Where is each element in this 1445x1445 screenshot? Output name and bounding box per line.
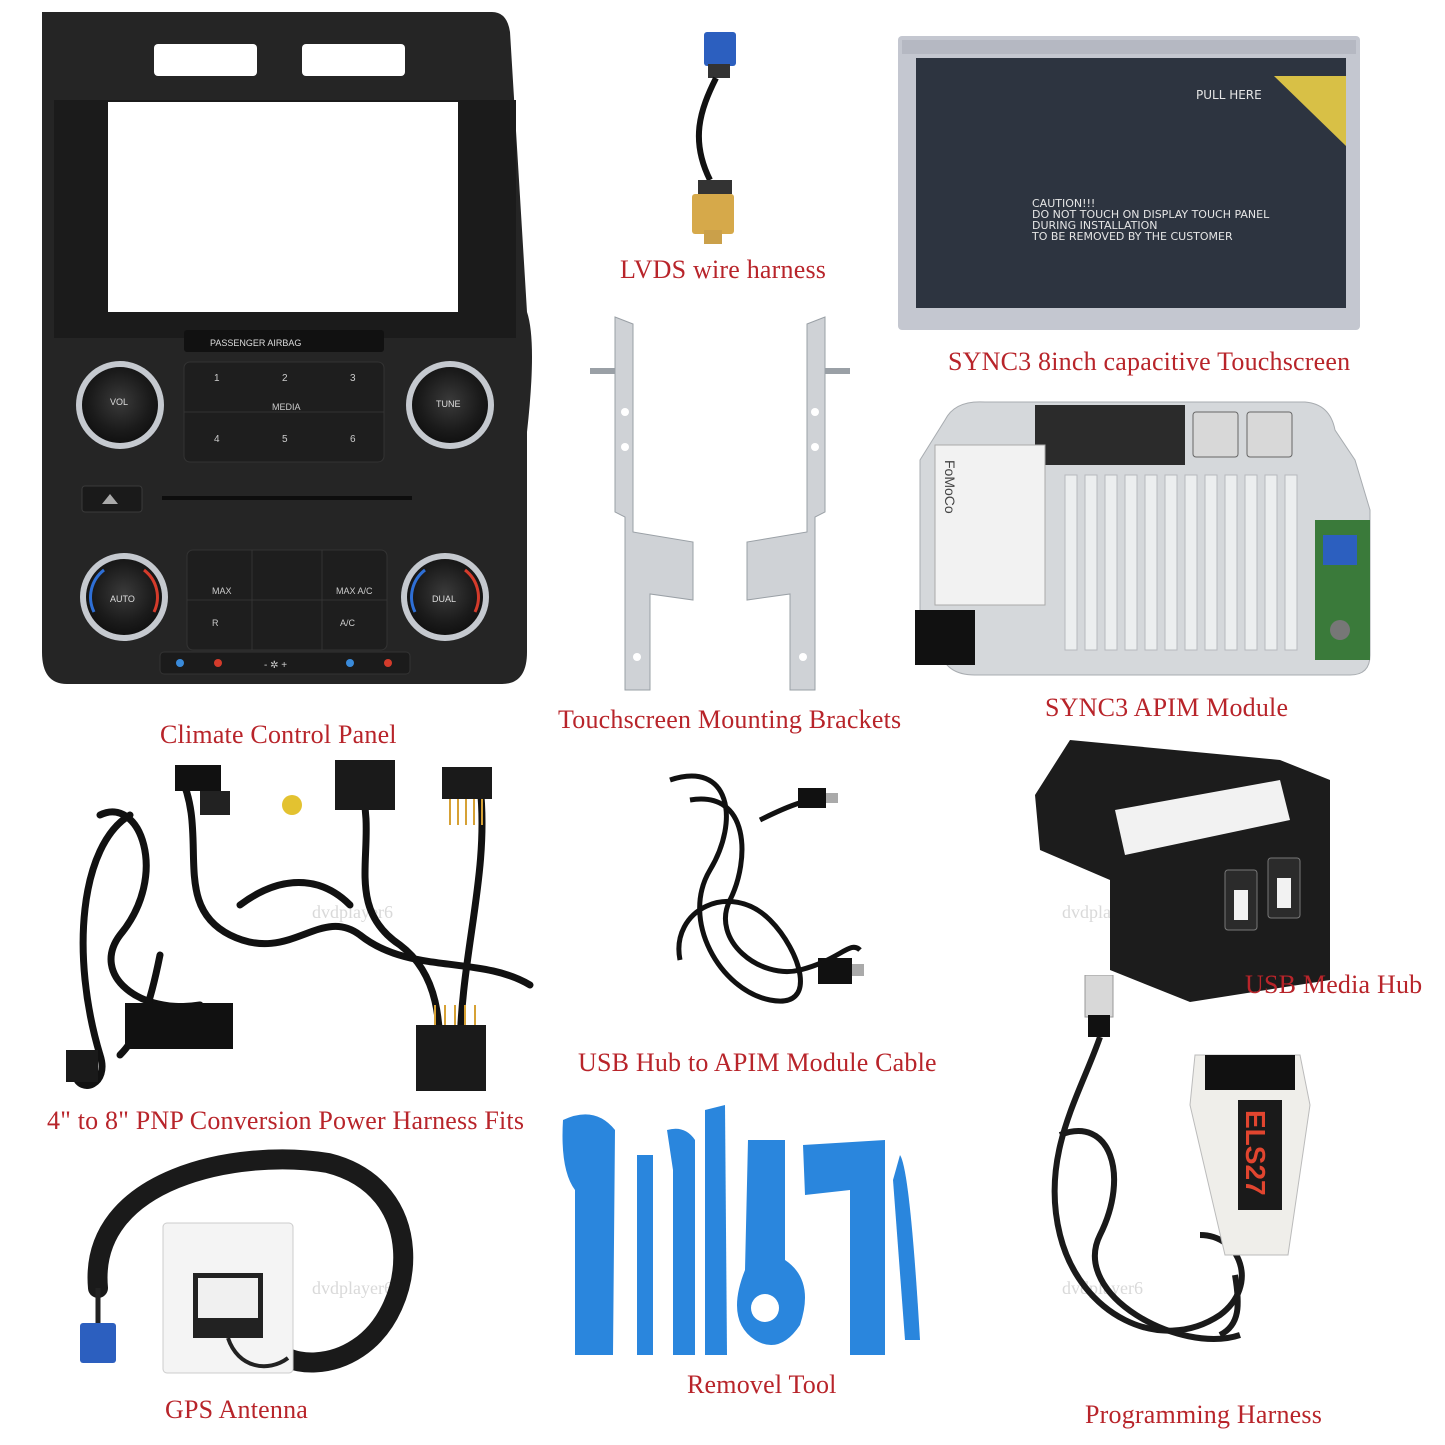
sync3-apim-module: FoMoCo: [915, 400, 1375, 680]
programming-harness: ELS27: [1040, 975, 1340, 1385]
fan-text: - ✲ +: [264, 660, 287, 671]
sync3-touchscreen-label: SYNC3 8inch capacitive Touchscreen: [948, 347, 1351, 376]
gps-antenna: [58, 1148, 418, 1393]
preset-3: 3: [350, 373, 356, 384]
preset-6: 6: [350, 434, 356, 445]
pull-here-text: PULL HERE: [1196, 88, 1262, 102]
caution-line-4: TO BE REMOVED BY THE CUSTOMER: [1031, 230, 1233, 243]
usb-apim-cable: [650, 760, 890, 1025]
vol-text: VOL: [110, 397, 128, 407]
airbag-text: PASSENGER AIRBAG: [210, 338, 301, 348]
max-text: MAX: [212, 586, 232, 596]
auto-text: AUTO: [110, 594, 135, 604]
els27-text: ELS27: [1240, 1110, 1271, 1196]
mounting-brackets: [585, 312, 855, 697]
mounting-brackets-label: Touchscreen Mounting Brackets: [558, 705, 902, 734]
climate-control-panel-label: Climate Control Panel: [160, 720, 397, 749]
dual-text: DUAL: [432, 594, 456, 604]
caution-line-2: DO NOT TOUCH ON DISPLAY TOUCH PANEL: [1032, 208, 1270, 221]
sync3-apim-module-label: SYNC3 APIM Module: [1045, 693, 1289, 722]
preset-2: 2: [282, 373, 288, 384]
watermark: dvdplayer6: [312, 1278, 393, 1298]
media-text: MEDIA: [272, 402, 301, 412]
preset-4: 4: [214, 434, 220, 445]
removel-tool-label: Removel Tool: [687, 1370, 837, 1399]
sync3-touchscreen: PULL HERE CAUTION!!! DO NOT TOUCH ON DIS…: [898, 36, 1360, 330]
usb-media-hub: [1030, 740, 1335, 1005]
power-harness-label: 4" to 8" PNP Conversion Power Harness Fi…: [47, 1106, 525, 1135]
caution-line-3: DURING INSTALLATION: [1032, 219, 1158, 232]
tune-text: TUNE: [436, 399, 461, 409]
lvds-wire-harness: [680, 30, 750, 250]
usb-apim-cable-label: USB Hub to APIM Module Cable: [578, 1048, 937, 1077]
programming-harness-label: Programming Harness: [1085, 1400, 1323, 1429]
preset-5: 5: [282, 434, 288, 445]
lvds-wire-harness-label: LVDS wire harness: [620, 255, 827, 284]
usb-media-hub-label: USB Media Hub: [1245, 970, 1423, 999]
gps-antenna-label: GPS Antenna: [165, 1395, 309, 1424]
max-ac-text: MAX A/C: [336, 586, 373, 596]
power-harness: [60, 755, 540, 1100]
apim-brand-text: FoMoCo: [942, 460, 958, 514]
caution-line-1: CAUTION!!!: [1032, 197, 1095, 210]
removel-tool: [555, 1100, 930, 1365]
ac-text: A/C: [340, 618, 356, 628]
preset-1: 1: [214, 373, 220, 384]
rec-text: R: [212, 618, 219, 628]
climate-control-panel: PASSENGER AIRBAG 1 2 3 4 5 6 MEDIA VOL T…: [32, 12, 537, 687]
